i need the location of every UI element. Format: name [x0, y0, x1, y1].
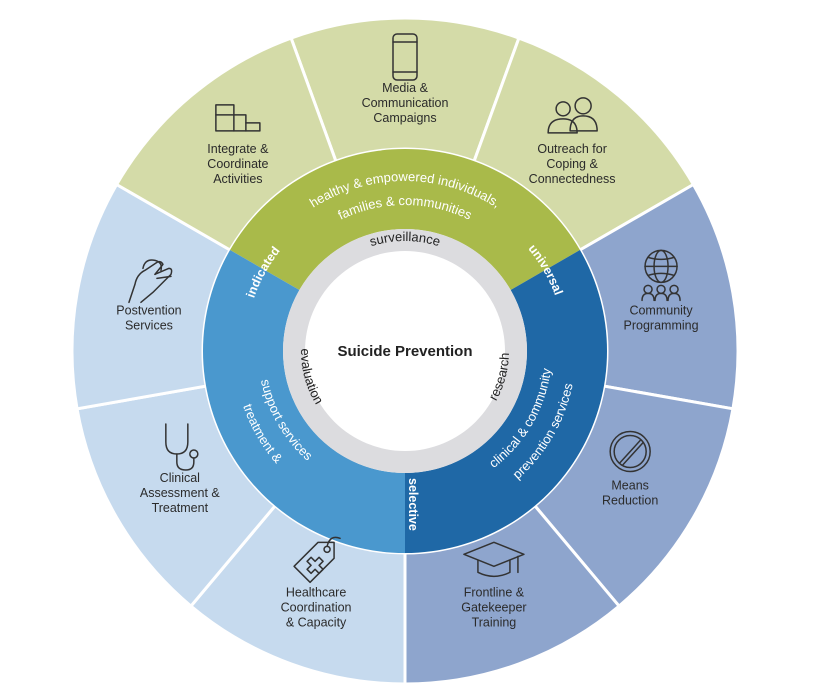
segment-label-community-1: Community [629, 303, 693, 317]
segment-label-outreach-2: Coping & [546, 157, 598, 171]
tier-arc-selective [405, 250, 607, 553]
segment-label-integrate-1: Integrate & [207, 142, 269, 156]
segment-label-means-1: Means [611, 479, 649, 493]
segment-label-integrate-3: Activities [213, 172, 262, 186]
segment-label-clinical-3: Treatment [152, 501, 209, 515]
stairs-blocks-icon [215, 104, 261, 132]
people-icon [547, 97, 598, 134]
segment-label-outreach-1: Outreach for [537, 142, 606, 156]
center-title: Suicide Prevention [337, 343, 472, 360]
segment-label-frontline-3: Training [472, 615, 517, 629]
no-symbol-icon [609, 430, 651, 473]
segment-label-healthcare-3: & Capacity [286, 615, 347, 629]
segment-label-clinical-2: Assessment & [140, 486, 221, 500]
smartphone-icon [392, 33, 418, 81]
segment-label-postvention-1: Postvention [116, 303, 181, 317]
center-disk [305, 251, 505, 451]
segment-label-media-2: Communication [362, 96, 449, 110]
segment-label-clinical-1: Clinical [160, 471, 200, 485]
segment-label-media-1: Media & [382, 81, 429, 95]
segment-label-frontline-2: Gatekeeper [461, 600, 526, 614]
segment-label-healthcare-1: Healthcare [286, 585, 346, 599]
tier-label-selective: selective [406, 478, 420, 531]
segment-label-frontline-1: Frontline & [464, 585, 525, 599]
tier-arcs [203, 149, 607, 553]
medical-tag-icon [293, 536, 341, 584]
ring-label-surveillance: surveillance [368, 229, 442, 249]
helping-hand-icon [128, 259, 173, 304]
icons [128, 33, 681, 584]
graduation-cap-icon [463, 541, 525, 578]
outer-segments [70, 16, 740, 686]
process-ring [283, 229, 527, 473]
tier-arc-indicated [203, 250, 405, 553]
segment-label-healthcare-2: Coordination [281, 600, 352, 614]
segment-label-media-3: Campaigns [373, 111, 436, 125]
segment-label-outreach-3: Connectedness [529, 172, 616, 186]
segment-label-community-2: Programming [624, 318, 699, 332]
globe-people-icon [641, 249, 681, 302]
segment-label-means-2: Reduction [602, 494, 658, 508]
segment-label-integrate-2: Coordinate [207, 157, 268, 171]
segment-label-postvention-2: Services [125, 318, 173, 332]
tier-arc-universal [230, 149, 580, 290]
stethoscope-icon [165, 423, 199, 471]
